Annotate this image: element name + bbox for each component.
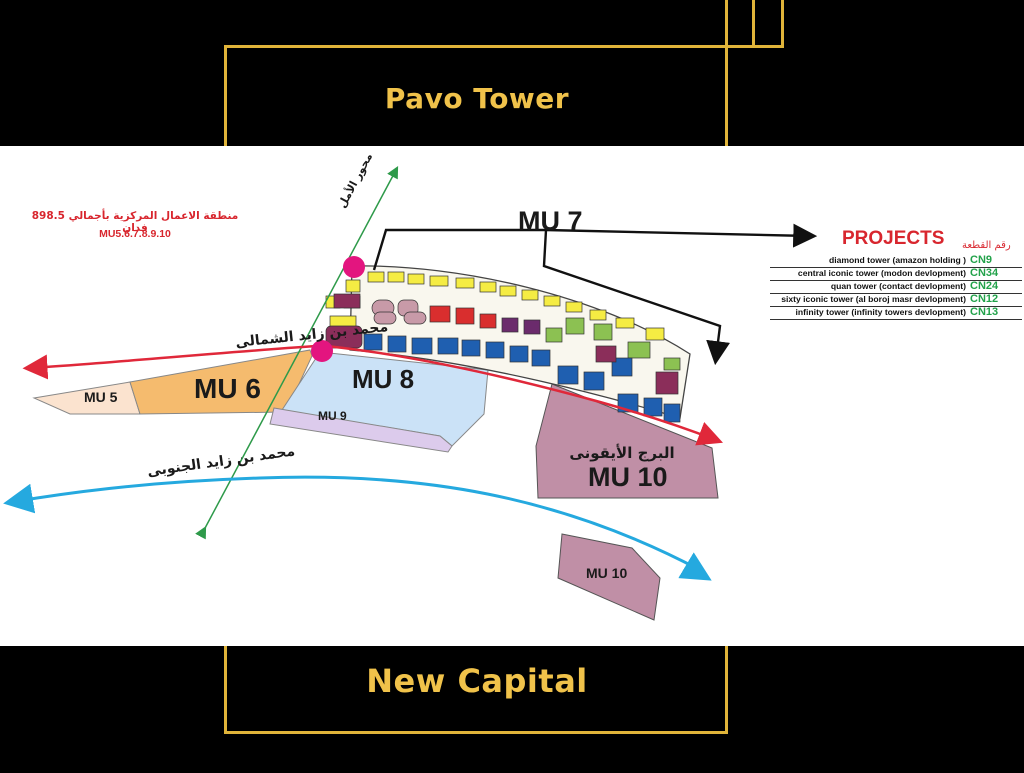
project-row: central iconic tower (modon devlopment) … (770, 267, 1022, 281)
zone-mu10-small (557, 533, 661, 621)
page-subtitle: New Capital (366, 662, 588, 700)
mu7-pointer (372, 223, 818, 366)
district-zones-note: MU5.6.7.8.9.10 (99, 228, 171, 240)
junction-marker-south (311, 340, 333, 362)
page-title: Pavo Tower (384, 82, 570, 115)
zone-label-mu10-arabic: البرج الأيقونى (569, 444, 674, 462)
project-plot: CN34 (970, 267, 999, 279)
project-row: quan tower (contact devlopment) CN24 (770, 280, 1022, 294)
frame-top-outer-vertical (752, 0, 755, 46)
project-name: diamond tower (amazon holding ) (828, 255, 966, 265)
frame-top-horizontal (224, 45, 784, 48)
zone-label-mu8: MU 8 (352, 364, 414, 394)
zone-label-mu10-large: MU 10 (588, 462, 668, 492)
project-plot: CN12 (970, 293, 999, 305)
south-road-line (3, 475, 701, 572)
north-road-line (22, 344, 317, 380)
zone-label-mu9: MU 9 (318, 409, 347, 423)
project-plot: CN24 (970, 280, 999, 292)
project-row: infinity tower (infinity towers devlopme… (770, 306, 1022, 320)
junction-marker-north (343, 256, 365, 278)
south-road-label: محمد بن زايد الجنوبى (146, 443, 296, 480)
project-row: diamond tower (amazon holding ) CN9 (770, 254, 1022, 268)
frame-bottom-horizontal (224, 731, 728, 734)
north-road-line-east (325, 344, 724, 446)
project-name: sixty iconic tower (al boroj masr devlop… (781, 294, 966, 304)
project-name: quan tower (contact devlopment) (830, 281, 966, 291)
projects-title: PROJECTS (842, 228, 945, 249)
project-name: central iconic tower (modon devlopment) (797, 268, 966, 278)
project-row: sixty iconic tower (al boroj masr devlop… (770, 293, 1022, 307)
frame-top-inner-vertical (725, 0, 728, 146)
plot-number-header: رقم القطعة (962, 240, 1011, 251)
zone-label-mu5: MU 5 (84, 389, 118, 405)
district-area-note: منطقة الاعمال المركزية بأجمالي 898.5 فدا… (31, 210, 239, 234)
amal-axis-label: محور الأمل (335, 150, 376, 210)
project-plot: CN9 (970, 254, 993, 266)
amal-axis-line (195, 166, 399, 540)
frame-top-left-vertical (224, 45, 227, 146)
master-plan-map: MU 7 MU 6 MU 5 MU 8 MU 9 MU 10 البرج الأ… (0, 146, 1024, 646)
project-plot: CN13 (970, 306, 999, 318)
frame-bottom-left-vertical (224, 646, 227, 734)
zone-label-mu10-small: MU 10 (586, 565, 627, 581)
zone-mu10-large (535, 383, 719, 499)
frame-top-right-vertical (781, 0, 784, 48)
frame-bottom-right-vertical (725, 646, 728, 734)
map-drawing: MU 7 MU 6 MU 5 MU 8 MU 9 MU 10 البرج الأ… (3, 150, 818, 621)
zone-label-mu6: MU 6 (194, 373, 261, 404)
project-name: infinity tower (infinity towers devlopme… (795, 307, 966, 317)
zone-label-mu7: MU 7 (518, 206, 583, 236)
